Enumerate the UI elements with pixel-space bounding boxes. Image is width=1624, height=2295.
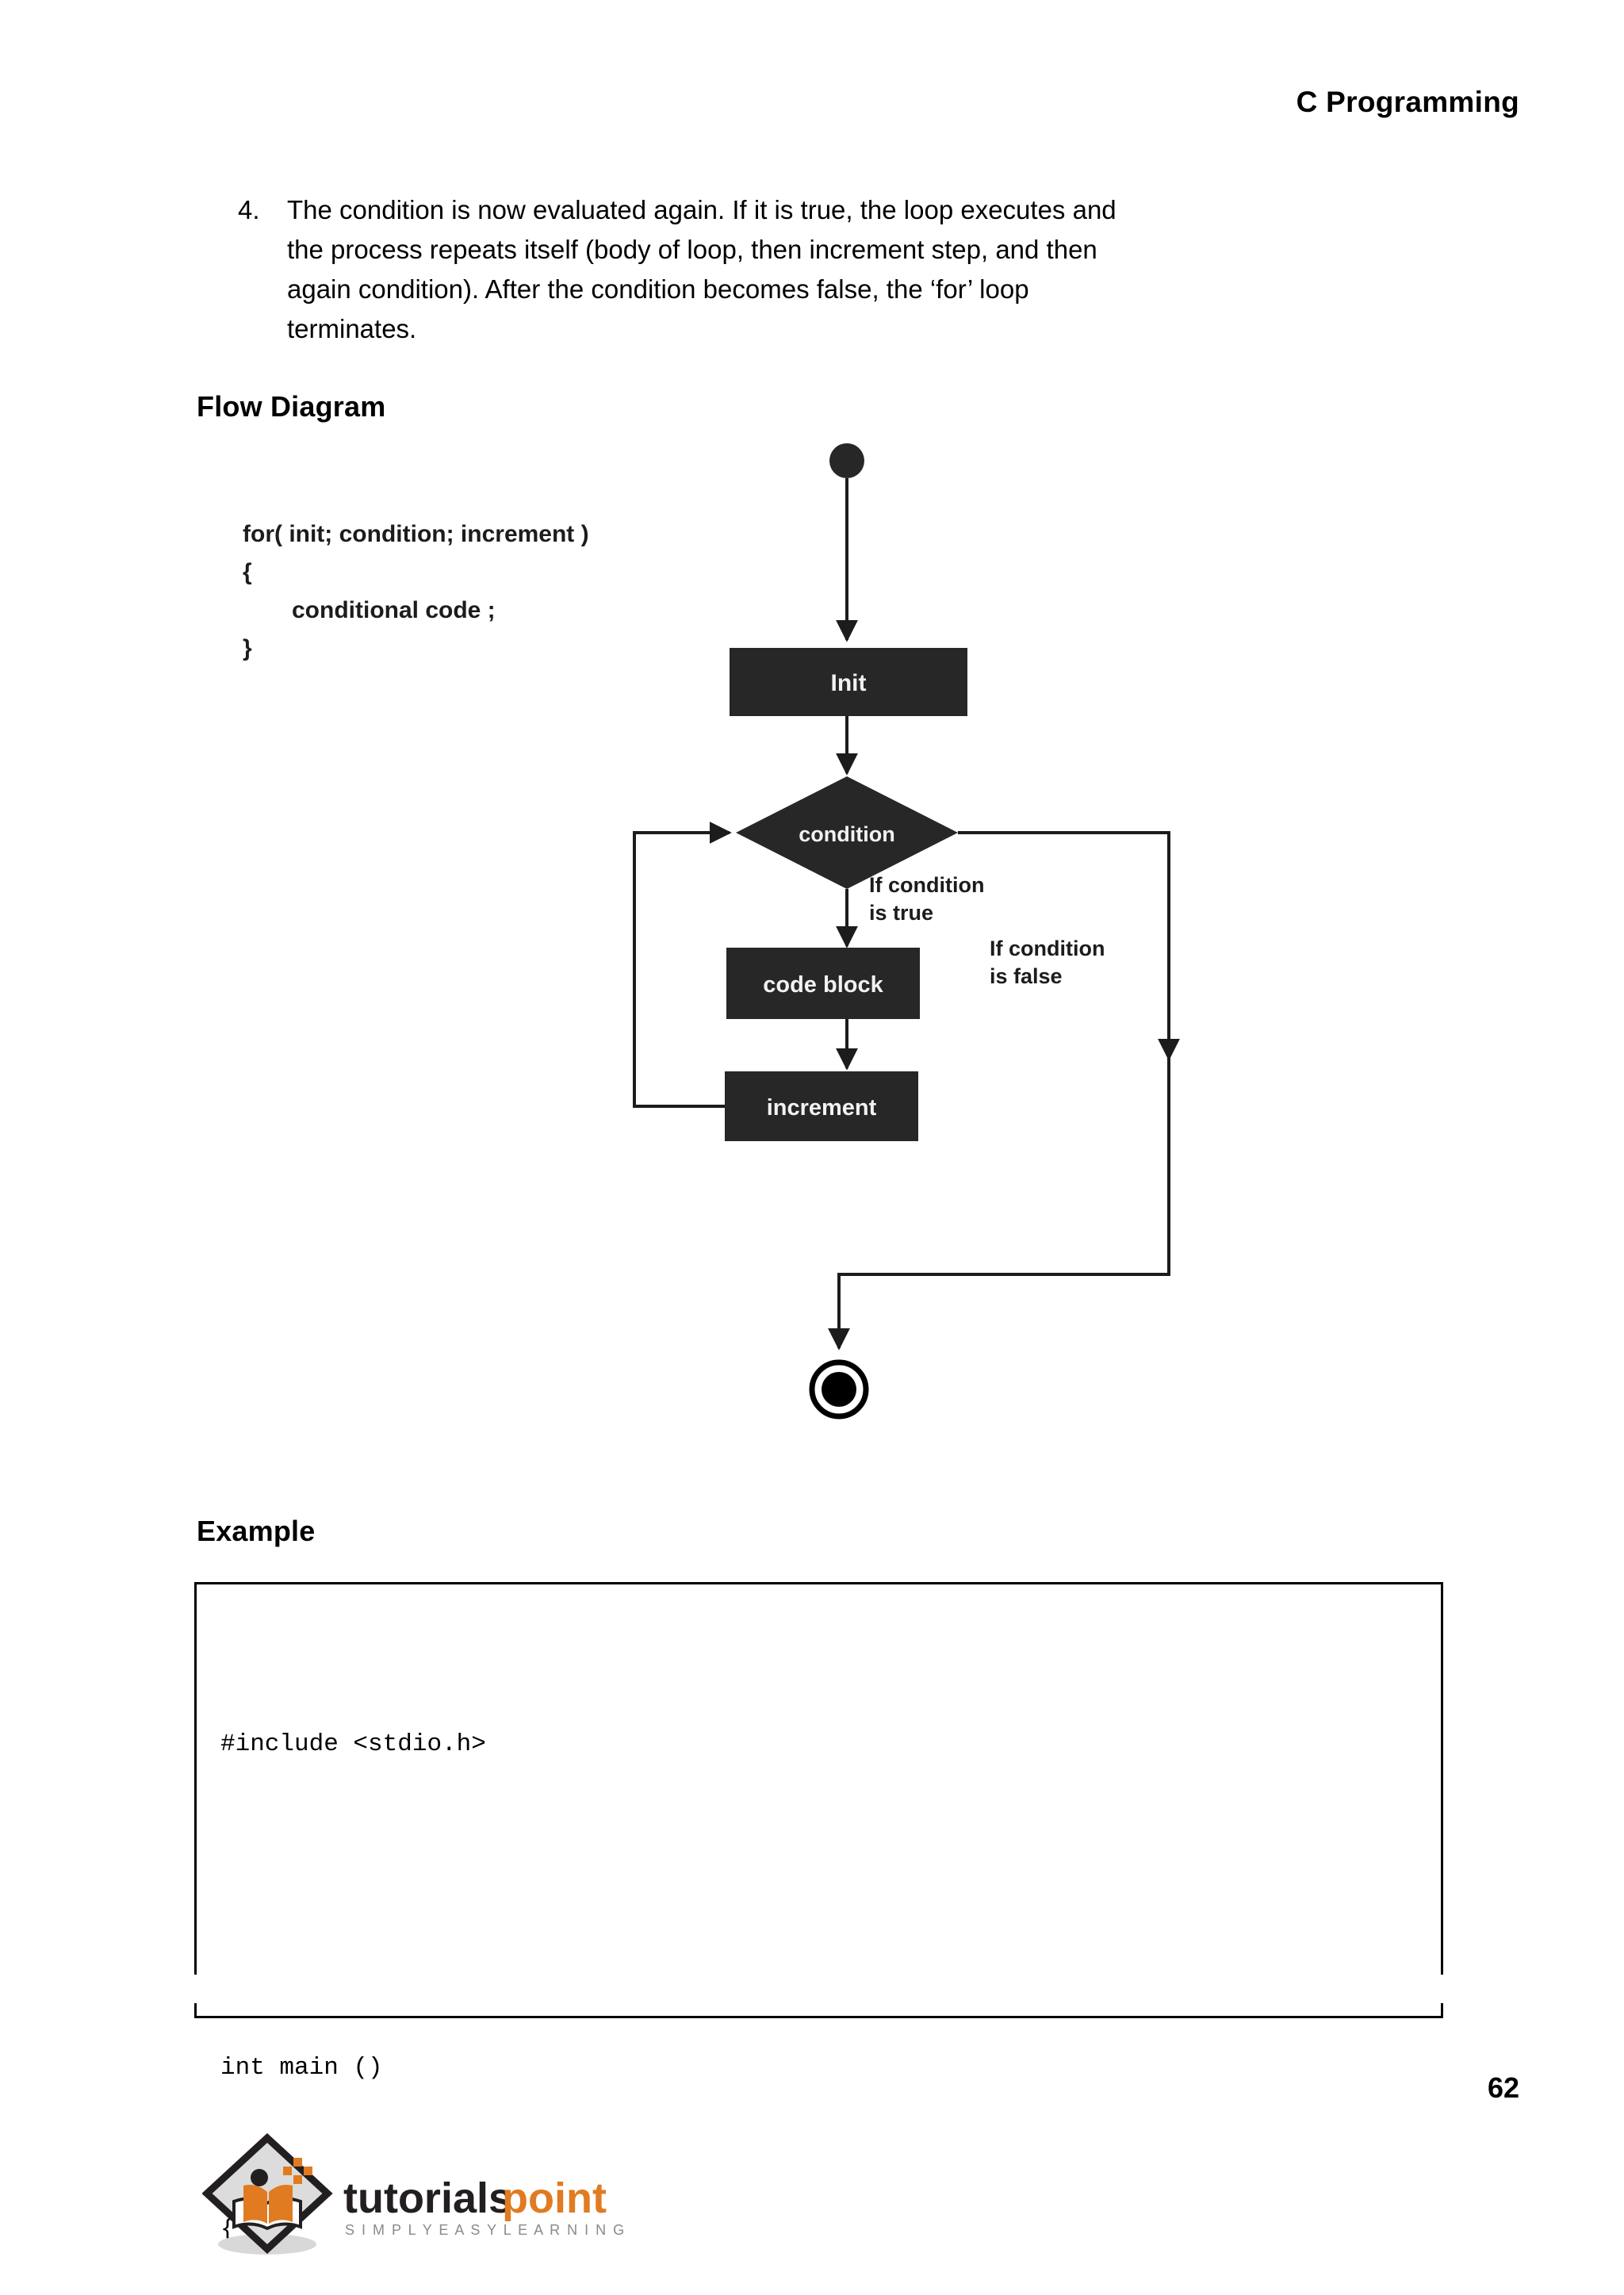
code-box-border-gap-right	[1438, 1975, 1446, 2003]
example-code-text: #include <stdio.h> int main () { /* for …	[220, 1610, 1410, 2295]
edge-false-to-end	[828, 1059, 1170, 1351]
node-condition-diamond	[736, 776, 958, 889]
code-box-border-gap-left	[193, 1975, 199, 2003]
edge-label-false-line1: If condition	[990, 937, 1105, 960]
list-item-marker: 4.	[238, 195, 260, 224]
edge-label-true-line2: is true	[869, 901, 933, 925]
edge-loop-back	[633, 822, 732, 1108]
logo-flag-square-icon	[293, 2158, 302, 2167]
end-node-ring	[809, 1359, 869, 1420]
node-condition-label: condition	[799, 822, 894, 846]
code-line: #include <stdio.h>	[220, 1730, 486, 1758]
flow-diagram-heading: Flow Diagram	[197, 390, 386, 423]
pseudo-code-line-1: for( init; condition; increment )	[243, 521, 589, 547]
pseudo-code-line-2: {	[243, 559, 252, 585]
logo-book-left-icon	[243, 2185, 267, 2224]
node-increment-box	[725, 1071, 918, 1141]
node-code-block-label: code block	[763, 972, 883, 998]
logo-flag-square-icon	[304, 2167, 312, 2175]
logo-brand-second: point	[502, 2174, 607, 2222]
logo-book-right-icon	[269, 2185, 293, 2224]
node-init-label: Init	[831, 670, 867, 696]
numbered-list-item: 4. The condition is now evaluated again.…	[238, 190, 1427, 349]
list-line: terminates.	[287, 314, 417, 343]
logo-tagline: S I M P L Y E A S Y L E A R N I N G	[345, 2222, 626, 2238]
pseudo-code-line-4: }	[243, 635, 252, 661]
list-line: The condition is now evaluated again. If…	[287, 195, 1116, 224]
logo-brand-first: tutorials	[343, 2174, 512, 2222]
end-node-icon	[822, 1372, 856, 1407]
example-heading: Example	[197, 1515, 316, 1547]
code-line: int main ()	[220, 2054, 383, 2082]
list-line: again condition). After the condition be…	[287, 274, 1029, 304]
list-line: the process repeats itself (body of loop…	[287, 235, 1097, 264]
node-code-block-box	[726, 948, 920, 1019]
logo-flag-square-icon	[283, 2167, 292, 2175]
page-header-title: C Programming	[1296, 86, 1519, 118]
logo-flag-square-icon	[293, 2175, 302, 2184]
edge-label-true-line1: If condition	[869, 873, 984, 897]
logo-person-head-icon	[251, 2169, 268, 2186]
start-node-icon	[829, 443, 864, 478]
node-increment-label: increment	[767, 1095, 877, 1121]
edge-label-false-line2: is false	[990, 964, 1063, 988]
code-line: {	[220, 2216, 236, 2243]
list-item-text: The condition is now evaluated again. If…	[287, 190, 1427, 349]
page-number: 62	[1487, 2071, 1519, 2104]
code-line	[220, 1879, 1410, 1933]
node-init-box	[730, 648, 967, 716]
tutorialspoint-logo: tutorials point S I M P L Y E A S Y L E …	[202, 2133, 646, 2260]
flow-diagram: Init condition If condition is true code…	[197, 432, 1434, 1495]
edge-condition-false	[958, 831, 1180, 1061]
pseudo-code-line-3: conditional code ;	[292, 597, 496, 623]
example-code-box	[194, 1582, 1443, 2018]
